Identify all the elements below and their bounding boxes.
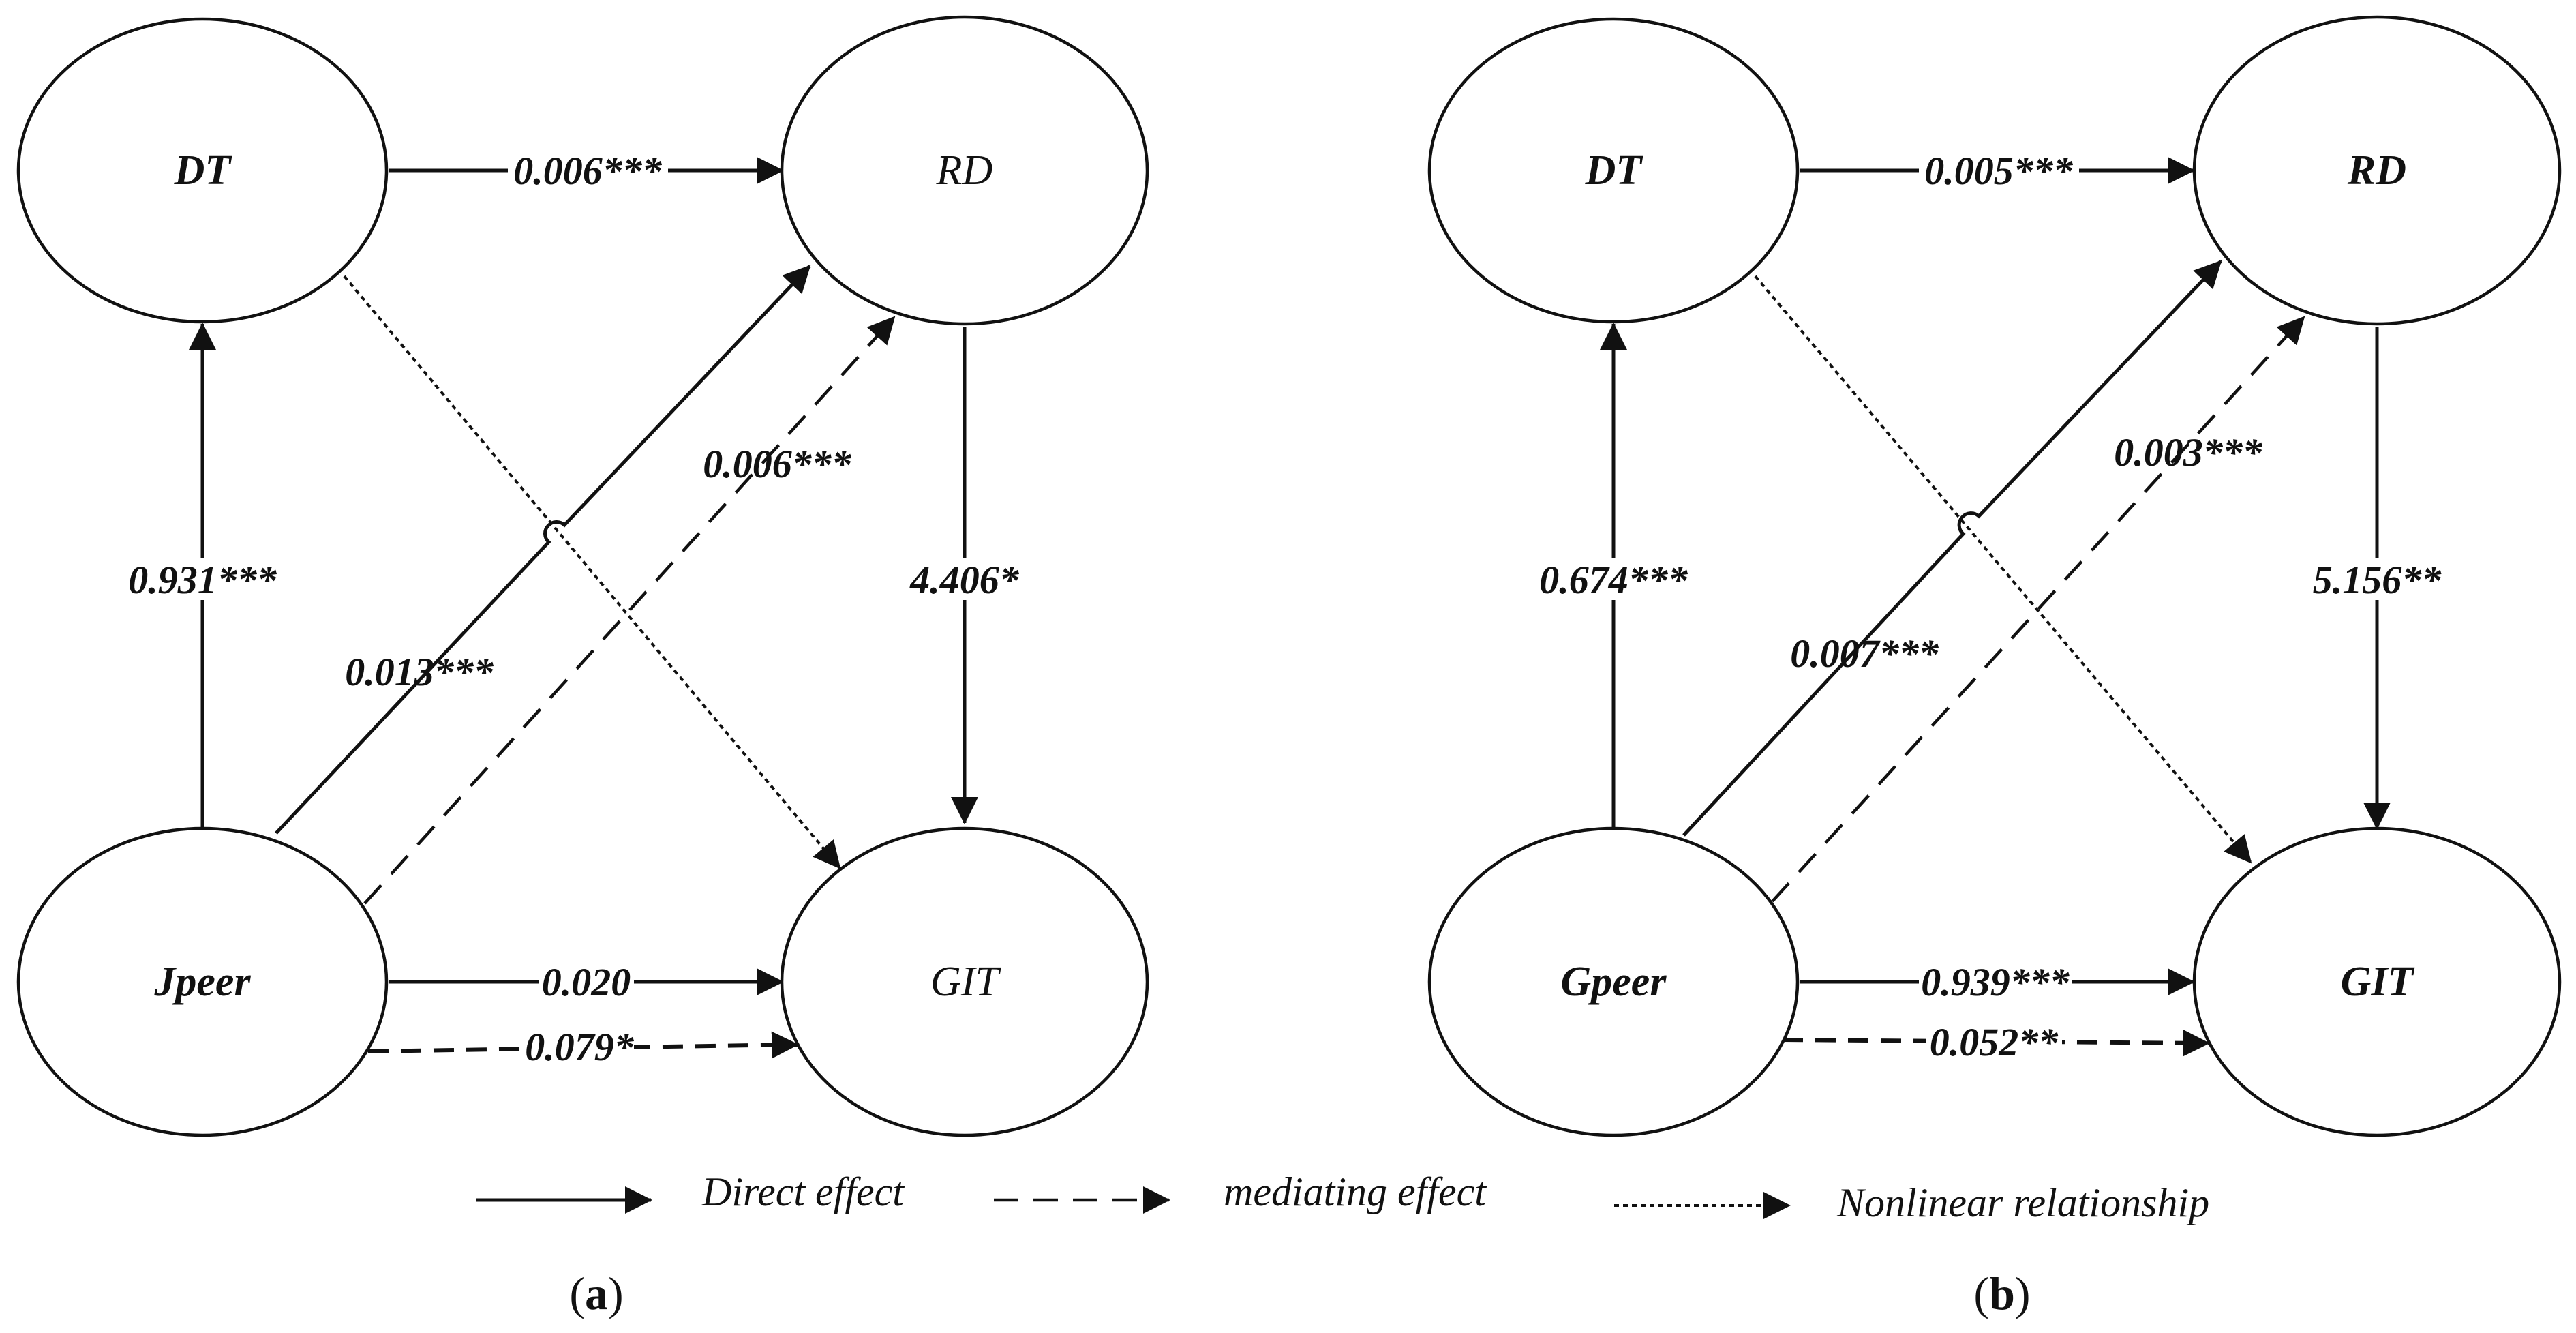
coef-peer-dt: 0.931*** — [128, 558, 277, 602]
edge-peer-rd-direct — [1682, 260, 2222, 837]
coef-dt-rd: 0.006*** — [513, 149, 663, 193]
caption-b: (b) — [1973, 1268, 2030, 1319]
coef-rd-git: 5.156** — [2313, 558, 2442, 602]
node-rd — [780, 15, 1149, 326]
node-dt — [16, 17, 389, 324]
coef-peer-rd-mediating: 0.006*** — [703, 442, 852, 486]
coef-peer-git-mediating: 0.052** — [1930, 1020, 2059, 1064]
panel-a: DT RD Jpeer GIT 0.006*** 0.931*** 0.013*… — [16, 15, 1149, 1319]
node-git-label: GIT — [2341, 959, 2415, 1005]
node-peer — [1427, 826, 1800, 1137]
node-git — [2192, 826, 2562, 1137]
node-rd — [2192, 15, 2562, 326]
node-peer — [16, 826, 389, 1137]
node-peer-label: Gpeer — [1561, 959, 1667, 1005]
node-rd-label: RD — [936, 147, 993, 194]
coef-dt-rd: 0.005*** — [1924, 149, 2074, 193]
edge-peer-rd-mediating — [1771, 316, 2305, 903]
coef-peer-rd-direct: 0.007*** — [1790, 631, 1939, 676]
coef-peer-git-mediating: 0.079* — [525, 1025, 635, 1069]
node-git-label: GIT — [930, 959, 1001, 1005]
legend-direct-label: Direct effect — [701, 1169, 905, 1214]
edge-dt-git-nonlinear — [343, 275, 841, 869]
coef-peer-rd-direct: 0.013*** — [345, 650, 494, 694]
node-git — [780, 826, 1149, 1137]
coef-rd-git: 4.406* — [909, 558, 1020, 602]
coef-peer-git-direct: 0.020 — [542, 960, 631, 1004]
node-peer-label: Jpeer — [153, 959, 251, 1005]
caption-a: (a) — [569, 1268, 623, 1319]
edge-dt-git-nonlinear — [1754, 275, 2252, 864]
panel-b: DT RD Gpeer GIT 0.005*** 0.674*** 0.007*… — [1427, 15, 2562, 1319]
node-dt-label: DT — [1585, 147, 1643, 194]
legend-nonlinear-label: Nonlinear relationship — [1836, 1180, 2209, 1225]
node-dt-label: DT — [174, 147, 232, 194]
legend: Direct effect mediating effect Nonlinear… — [476, 1169, 2209, 1225]
node-dt — [1427, 17, 1800, 324]
edge-peer-rd-direct — [275, 265, 811, 835]
coef-peer-dt: 0.674*** — [1539, 558, 1688, 602]
coef-peer-rd-mediating: 0.003*** — [2114, 430, 2263, 475]
legend-mediating-label: mediating effect — [1224, 1169, 1487, 1214]
node-rd-label: RD — [2347, 147, 2406, 194]
coef-peer-git-direct: 0.939*** — [1921, 960, 2070, 1004]
edge-peer-rd-mediating — [363, 316, 896, 905]
